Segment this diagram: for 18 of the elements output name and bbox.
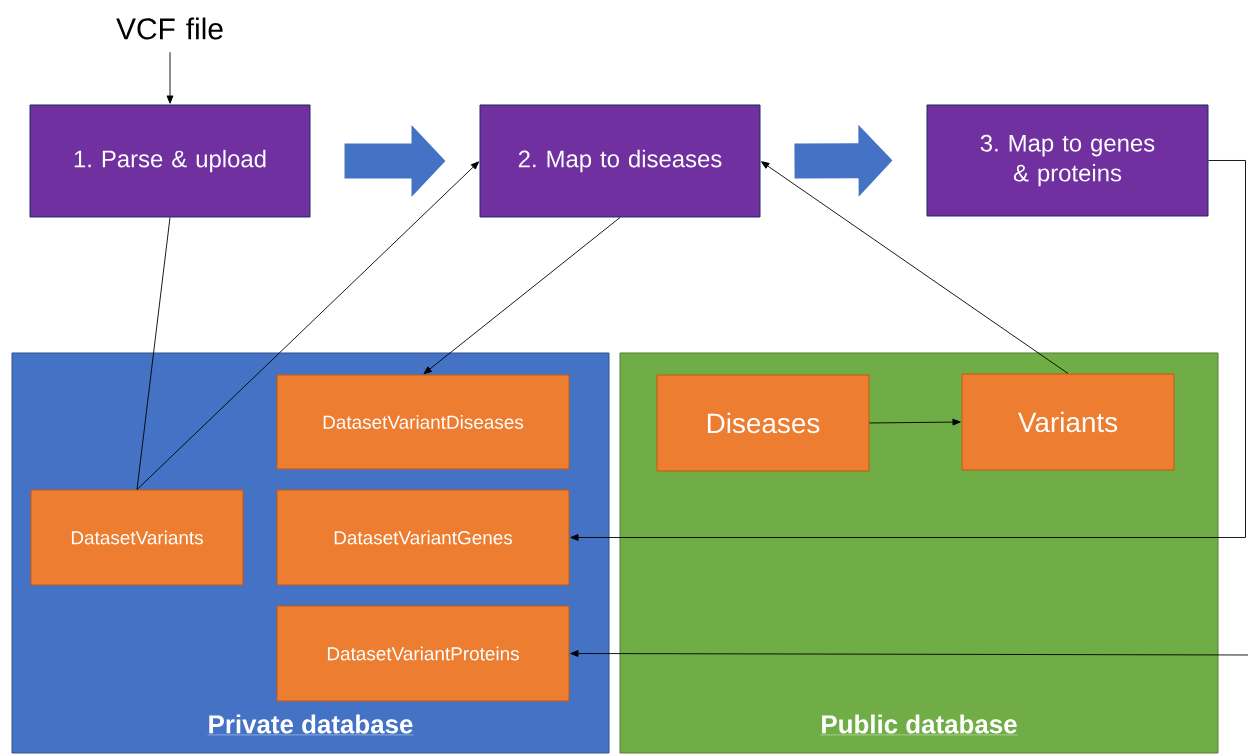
process-box: 1. Parse & upload bbox=[29, 104, 311, 218]
table-box: DatasetVariantDiseases bbox=[276, 374, 570, 470]
arrow bbox=[423, 217, 621, 375]
arrow bbox=[761, 161, 1069, 374]
arrow bbox=[570, 650, 1248, 657]
table-box: Variants bbox=[961, 373, 1175, 471]
arrow bbox=[166, 51, 174, 104]
table-box: Diseases bbox=[656, 374, 870, 472]
table-box: DatasetVariantProteins bbox=[276, 605, 570, 702]
arrow bbox=[136, 161, 480, 490]
arrow bbox=[570, 160, 1246, 541]
process-box: 2. Map to diseases bbox=[479, 104, 761, 218]
arrow bbox=[869, 418, 961, 426]
connector-line bbox=[136, 217, 171, 490]
text: VCF file bbox=[116, 17, 223, 40]
process-box: 3. Map to genes & proteins bbox=[926, 104, 1209, 217]
table-box: DatasetVariantGenes bbox=[276, 489, 570, 586]
table-box: DatasetVariants bbox=[30, 489, 244, 586]
